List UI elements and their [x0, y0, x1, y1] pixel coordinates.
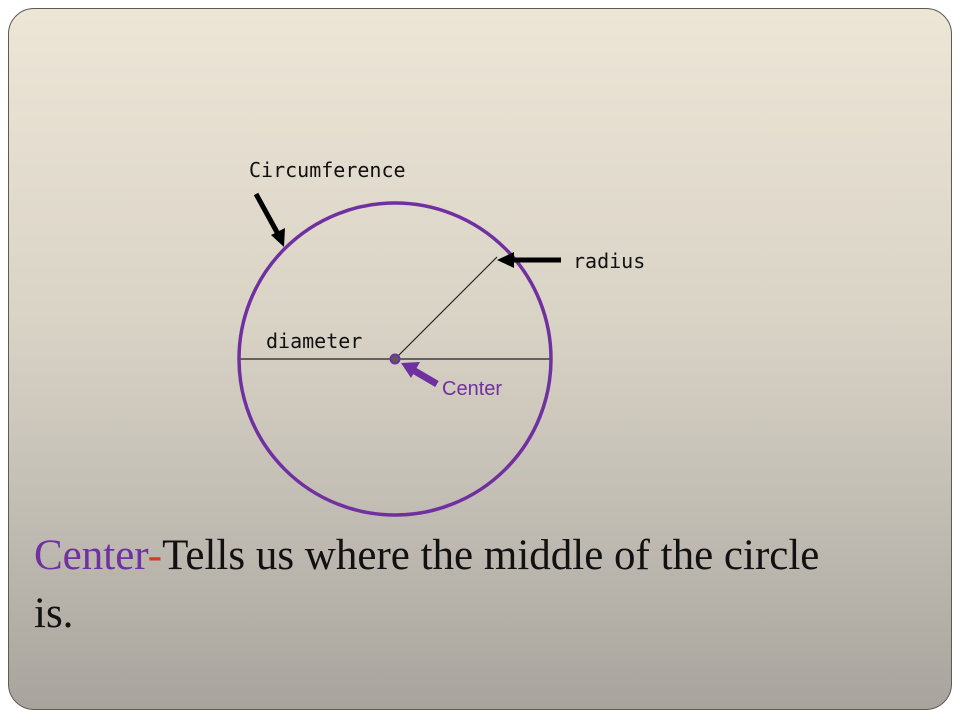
radius-arrow-icon — [497, 252, 561, 268]
caption-line2: is. — [34, 590, 74, 637]
radius-line — [394, 256, 498, 360]
radius-label: radius — [573, 249, 645, 273]
center-label: Center — [442, 378, 502, 400]
circle-diagram: Circumference radius diameter Center — [237, 158, 645, 517]
circle-shape — [237, 201, 553, 517]
caption-dash: - — [147, 532, 163, 579]
caption-term: Center — [34, 532, 148, 579]
circumference-label: Circumference — [249, 158, 406, 182]
center-point — [389, 353, 401, 365]
slide-background: Circumference radius diameter Center Cen… — [8, 8, 952, 710]
diameter-label: diameter — [266, 329, 362, 353]
circumference-arrow-icon — [253, 192, 285, 247]
center-definition-caption: Center-Tells us where the middle of the … — [34, 527, 934, 643]
center-arrow-icon — [401, 362, 439, 388]
caption-line1: Tells us where the middle of the circle — [162, 532, 820, 579]
